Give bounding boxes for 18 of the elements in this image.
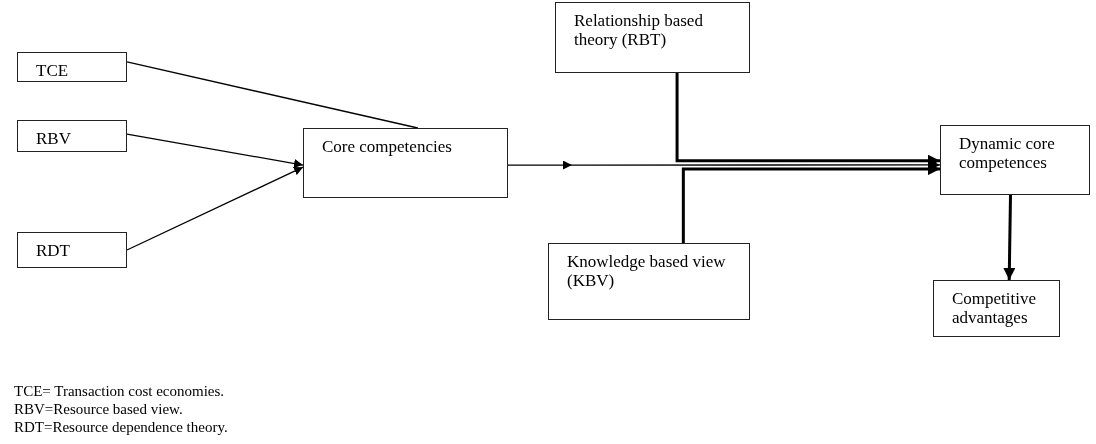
arrow bbox=[507, 161, 941, 170]
process-box: RBV bbox=[17, 120, 127, 152]
process-box: Competitive advantages bbox=[933, 280, 1060, 337]
arrow bbox=[1003, 194, 1016, 281]
arrow bbox=[681, 163, 940, 243]
arrow bbox=[675, 73, 940, 167]
process-box: Dynamic core competences bbox=[940, 125, 1090, 195]
arrow bbox=[126, 166, 304, 251]
process-box: TCE bbox=[17, 52, 127, 82]
process-box: Knowledge based view (KBV) bbox=[548, 243, 750, 320]
process-box: RDT bbox=[17, 232, 127, 268]
process-box: Relationship based theory (RBT) bbox=[555, 2, 750, 73]
process-box: Core competencies bbox=[303, 128, 508, 198]
abbreviation-note: TCE= Transaction cost economies. bbox=[14, 382, 225, 400]
arrow bbox=[126, 133, 304, 168]
connector-line bbox=[126, 61, 419, 129]
abbreviation-note: RDT=Resource dependence theory. bbox=[14, 418, 228, 436]
abbreviation-note: RBV=Resource based view. bbox=[14, 400, 183, 418]
